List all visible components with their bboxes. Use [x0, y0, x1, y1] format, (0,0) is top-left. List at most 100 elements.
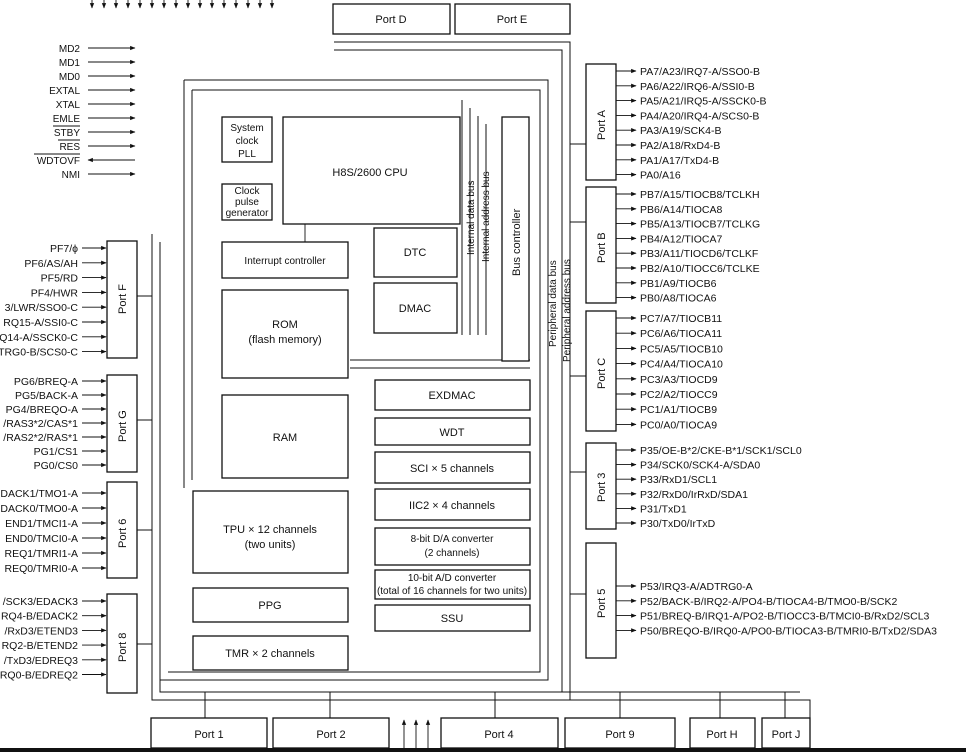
ppg-block: PPG	[192, 587, 349, 623]
svg-text:TPU × 12 channels: TPU × 12 channels	[223, 524, 317, 536]
da-converter: 8-bit D/A converter (2 channels)	[374, 527, 531, 566]
rom-block: ROM (flash memory)	[221, 289, 349, 379]
pin-label: P35/OE-B*2/CKE-B*1/SCK1/SCL0	[640, 445, 802, 457]
mode-pins: MD2 MD1 MD0 EXTAL XTAL EMLE STBY RES WDT…	[34, 44, 136, 181]
interrupt-controller: Interrupt controller	[221, 241, 349, 279]
pin-label: PC1/A1/TIOCB9	[640, 404, 717, 416]
svg-text:Port H: Port H	[706, 729, 737, 741]
pin-label: P50/BREQO-B/IRQ0-A/PO0-B/TIOCA3-B/TMRI0-…	[640, 625, 937, 637]
svg-text:(total of 16 channels for two: (total of 16 channels for two units)	[377, 586, 527, 597]
iic-block: IIC2 × 4 channels	[374, 488, 531, 521]
svg-text:Port 1: Port 1	[194, 729, 223, 741]
port-f-pins: PF7/ϕPF6/AS/AHPF5/RDPF4/HWR3/LWR/SSO0-CR…	[0, 243, 107, 359]
bottom-edge-bar	[0, 748, 966, 752]
port-e: Port E	[454, 3, 571, 35]
dtc-block: DTC	[373, 227, 458, 278]
svg-text:Interrupt controller: Interrupt controller	[244, 256, 326, 267]
pin-label: RQ0-B/EDREQ2	[0, 670, 78, 682]
pin-label: PF6/AS/AH	[24, 258, 78, 270]
pin-label: PB0/A8/TIOCA6	[640, 293, 717, 305]
mode-pin: STBY	[54, 128, 80, 139]
port-a-pins: PA7/A23/IRQ7-A/SSO0-B PA6/A22/IRQ6-A/SSI0…	[616, 66, 766, 182]
pin-label: P32/RxD0/IrRxD/SDA1	[640, 489, 748, 501]
mode-pin: MD1	[59, 58, 81, 69]
internal-data-bus-label: Internal data bus	[466, 181, 477, 256]
pin-label: PB5/A13/TIOCB7/TCLKG	[640, 219, 760, 231]
pin-label: PB1/A9/TIOCB6	[640, 278, 717, 290]
pin-label: PA2/A18/RxD4-B	[640, 140, 720, 152]
pin-label: P52/BACK-B/IRQ2-A/PO4-B/TIOCA4-B/TMO0-B/…	[640, 596, 897, 608]
pin-label: P51/BREQ-B/IRQ1-A/PO2-B/TIOCC3-B/TMCI0-B…	[640, 611, 930, 623]
svg-text:Port J: Port J	[772, 729, 801, 741]
svg-text:Clock: Clock	[234, 186, 260, 197]
svg-text:generator: generator	[226, 208, 269, 219]
svg-text:EXDMAC: EXDMAC	[428, 390, 475, 402]
pin-label: PC0/A0/TIOCA9	[640, 419, 717, 431]
svg-text:Port 6: Port 6	[117, 519, 129, 548]
pin-label: PC5/A5/TIOCB10	[640, 343, 723, 355]
pin-label: PA7/A23/IRQ7-A/SSO0-B	[640, 66, 760, 78]
port-a: Port A	[585, 63, 617, 181]
port-h: Port H	[689, 717, 756, 749]
pin-label: PG1/CS1	[34, 446, 79, 458]
pin-label: PA0/A16	[640, 170, 681, 182]
pin-label: PC4/A4/TIOCA10	[640, 359, 723, 371]
pin-label: RQ2-B/ETEND2	[2, 640, 79, 652]
svg-text:(flash memory): (flash memory)	[248, 334, 321, 346]
pin-label: PC2/A2/TIOCC9	[640, 389, 718, 401]
internal-address-bus-label: Internal address bus	[481, 171, 492, 262]
tmr-block: TMR × 2 channels	[192, 635, 349, 671]
svg-text:Bus controller: Bus controller	[511, 208, 523, 276]
mode-pin: MD0	[59, 72, 81, 83]
svg-text:DTC: DTC	[404, 247, 427, 259]
svg-text:PPG: PPG	[258, 600, 281, 612]
pin-label: PG5/BACK-A	[15, 390, 78, 402]
port-9: Port 9	[564, 717, 676, 749]
svg-text:PLL: PLL	[238, 149, 256, 160]
svg-text:Port 2: Port 2	[316, 729, 345, 741]
port-1: Port 1	[150, 717, 268, 749]
port-4: Port 4	[440, 717, 559, 749]
port-b-pins: PB7/A15/TIOCB8/TCLKHPB6/A14/TIOCA8PB5/A1…	[616, 189, 760, 305]
port-3: Port 3	[585, 442, 617, 530]
svg-text:Port C: Port C	[596, 358, 608, 389]
pin-label: REQ1/TMRI1-A	[4, 548, 78, 560]
pin-label: PA1/A17/TxD4-B	[640, 155, 719, 167]
clock-pulse-generator: Clock pulse generator	[221, 183, 273, 221]
pin-label: END0/TMCI0-A	[5, 533, 78, 545]
port-g: Port G	[106, 374, 138, 473]
mode-pin: WDTOVF	[37, 156, 80, 167]
cpu-block: H8S/2600 CPU	[282, 116, 461, 242]
pin-label: P30/TxD0/IrTxD	[640, 518, 716, 530]
port-j: Port J	[761, 717, 811, 749]
svg-text:Port 5: Port 5	[596, 589, 608, 618]
pin-label: PA6/A22/IRQ6-A/SSI0-B	[640, 81, 755, 93]
tpu-block: TPU × 12 channels (two units)	[192, 490, 349, 574]
svg-text:RAM: RAM	[273, 432, 297, 444]
pin-label: PB4/A12/TIOCA7	[640, 233, 722, 245]
top-signal-arrows	[89, 0, 275, 9]
port-3-pins: P35/OE-B*2/CKE-B*1/SCK1/SCL0P34/SCK0/SCK…	[616, 445, 802, 530]
port-8: Port 8	[106, 593, 138, 694]
pin-label: PF7/ϕ	[50, 243, 78, 255]
pin-label: PG0/CS0	[34, 460, 79, 472]
wdt-block: WDT	[374, 417, 531, 446]
mode-pin: EMLE	[53, 114, 81, 125]
port-d: Port D	[332, 3, 451, 35]
pin-label: /RAS2*2/RAS*1	[3, 432, 78, 444]
svg-text:(2 channels): (2 channels)	[424, 548, 479, 559]
svg-text:clock: clock	[236, 136, 260, 147]
pin-label: PA5/A21/IRQ5-A/SSCK0-B	[640, 96, 766, 108]
svg-text:DMAC: DMAC	[399, 303, 431, 315]
pin-label: /SCK3/EDACK3	[3, 596, 78, 608]
svg-text:TMR × 2 channels: TMR × 2 channels	[225, 648, 315, 660]
pin-label: REQ0/TMRI0-A	[4, 563, 78, 575]
svg-text:10-bit A/D converter: 10-bit A/D converter	[408, 573, 497, 584]
pin-label: /RAS3*2/CAS*1	[3, 418, 78, 430]
svg-text:SSU: SSU	[441, 613, 464, 625]
port-c-pins: PC7/A7/TIOCB11PC6/A6/TIOCA11PC5/A5/TIOCB…	[616, 313, 723, 431]
pin-label: P33/RxD1/SCL1	[640, 474, 717, 486]
svg-text:pulse: pulse	[235, 197, 259, 208]
port-6: Port 6	[106, 481, 138, 579]
